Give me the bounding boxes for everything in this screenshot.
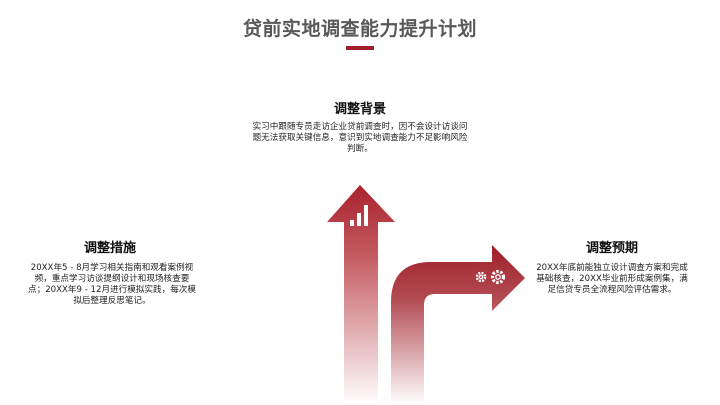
- left-heading: 调整措施: [83, 241, 136, 256]
- right-heading: 调整预期: [585, 241, 638, 256]
- title-underline: [346, 46, 374, 50]
- center-arrow: [327, 185, 395, 405]
- right-arrow: [391, 245, 525, 405]
- scale-icon: [214, 268, 239, 288]
- gears-icon: [475, 269, 506, 285]
- bar-chart-icon: [350, 205, 368, 226]
- page-title: 贷前实地调查能力提升计划: [242, 18, 477, 40]
- left-arrow: [200, 245, 332, 405]
- top-body: 实习中跟随专员走访企业贷前调查时，因不会设计访谈问题无法获取关键信息，意识到实地…: [252, 122, 468, 154]
- top-heading: 调整背景: [333, 102, 386, 117]
- left-body: 20XX年5 - 8月学习相关指南和观看案例视频，重点学习访谈提纲设计和现场核查…: [28, 263, 196, 306]
- right-body: 20XX年底前能独立设计调查方案和完成基础核查，20XX毕业前形成案例集，满足信…: [536, 263, 688, 295]
